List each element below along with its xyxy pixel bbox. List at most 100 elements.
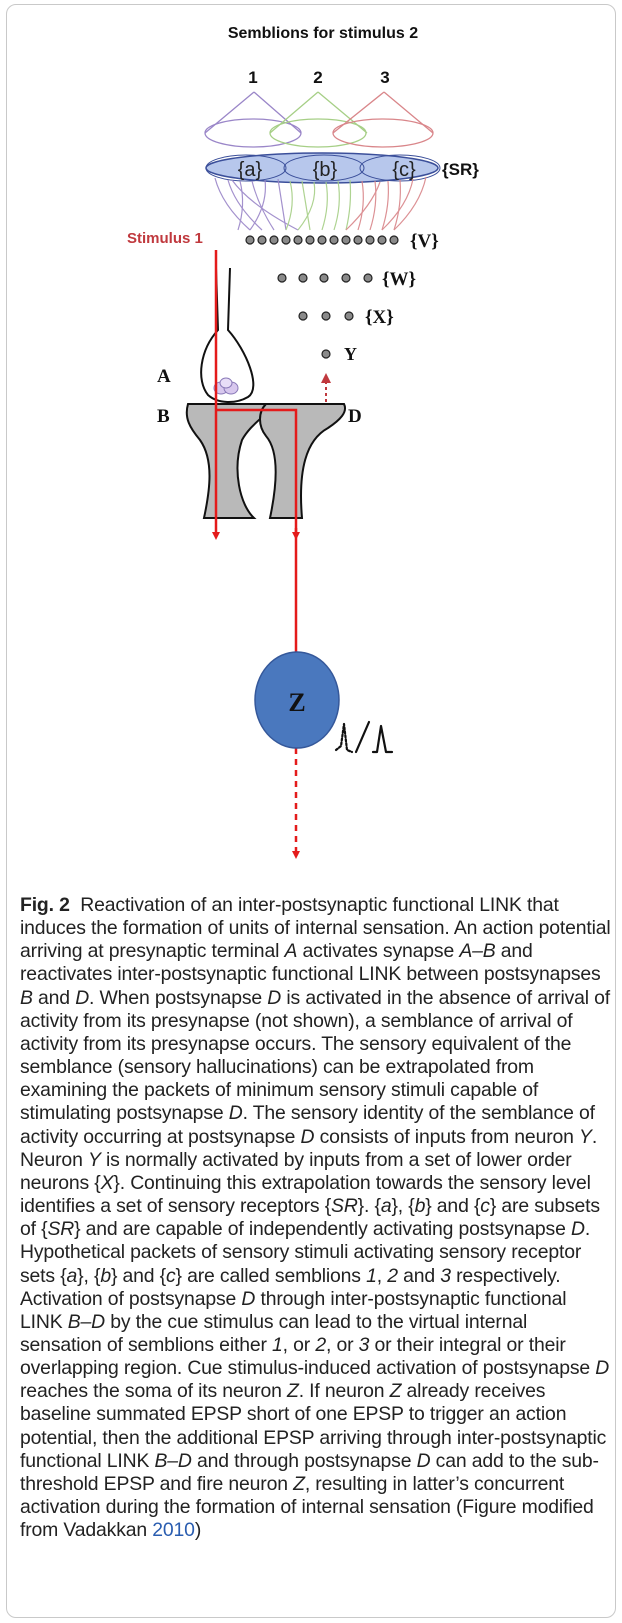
subset-label-c: {c} — [392, 159, 416, 181]
row-label-w: {W} — [382, 269, 416, 290]
postsynapse-d — [259, 403, 346, 519]
caption-text-segment: . The sensory identity of the semblance … — [20, 1102, 595, 1148]
row-label-x: {X} — [365, 307, 394, 328]
postsynapse-b — [185, 403, 274, 519]
caption-text-segment: activates synapse — [297, 940, 460, 963]
label-a: A — [157, 366, 171, 387]
caption-text-segment: }, { — [391, 1195, 415, 1218]
caption-text-segment: and — [397, 1264, 441, 1287]
caption-text-segment: Reactivation of an inter-postsynaptic fu… — [20, 894, 611, 963]
semblion-number-3: 3 — [380, 68, 389, 87]
neuron-y — [321, 349, 331, 359]
caption-italic-term: B–D — [154, 1449, 192, 1472]
caption-italic-term: D — [267, 986, 282, 1009]
neuron-row-w — [277, 273, 373, 283]
caption-text-segment: }. { — [357, 1195, 381, 1218]
caption-italic-term: c — [165, 1264, 176, 1287]
neuron-row-x — [298, 311, 354, 321]
caption-italic-term: SR — [331, 1195, 358, 1218]
sensory-receptor-set: {a} {b} {c} — [205, 152, 441, 184]
stimulus-pathway — [212, 250, 300, 859]
subset-label-b: {b} — [313, 159, 338, 181]
caption-text-segment: is activated in the absence of arrival o… — [20, 986, 611, 1125]
figure-caption: Fig. 2 Reactivation of an inter-postsyna… — [20, 894, 612, 1542]
caption-italic-term: X — [100, 1171, 114, 1194]
caption-text-segment: ) — [194, 1519, 202, 1542]
figure-title: Semblions for stimulus 2 — [228, 25, 418, 42]
caption-italic-term: 1 — [272, 1333, 283, 1356]
label-b: B — [157, 406, 170, 427]
caption-text-segment: } and { — [425, 1195, 481, 1218]
caption-italic-term: SR — [47, 1218, 75, 1241]
caption-text-segment: . If neuron — [298, 1380, 390, 1403]
citation-link[interactable]: 2010 — [152, 1519, 195, 1542]
caption-italic-term: D — [595, 1357, 610, 1380]
caption-text-segment: reaches the soma of its neuron — [20, 1380, 287, 1403]
semblion-number-2: 2 — [313, 68, 322, 87]
caption-text-segment: and — [32, 986, 76, 1009]
semblion-cone-1 — [204, 91, 302, 148]
caption-italic-term: D — [75, 986, 90, 1009]
caption-italic-term: A — [284, 940, 298, 963]
caption-text-segment: respectively. Activation of postsynapse — [20, 1264, 561, 1310]
caption-text-segment: }, { — [77, 1264, 101, 1287]
caption-italic-term: A–B — [459, 940, 496, 963]
caption-text-segment: by the cue stimulus can lead to the virt… — [20, 1310, 528, 1356]
caption-italic-term: D — [228, 1102, 243, 1125]
caption-text-segment: and through postsynapse — [191, 1449, 417, 1472]
caption-text-segment: , — [376, 1264, 388, 1287]
caption-text-segment: . When postsynapse — [89, 986, 268, 1009]
neuron-z — [254, 651, 340, 749]
semblion-cones — [204, 91, 434, 148]
figure-label: Fig. 2 — [20, 894, 70, 916]
subset-label-a: {a} — [238, 159, 263, 181]
caption-italic-term: Z — [389, 1380, 402, 1403]
caption-text-segment: already receives baseline summated EPSP … — [20, 1380, 607, 1472]
caption-italic-term: 2 — [315, 1333, 326, 1356]
caption-text-segment: }. Continuing this extrapolation towards… — [20, 1171, 591, 1218]
row-label-v: {V} — [410, 231, 439, 252]
caption-italic-term: Y — [579, 1125, 592, 1148]
caption-text-segment: } and { — [110, 1264, 166, 1287]
caption-italic-term: B–D — [67, 1310, 106, 1333]
figure-diagram: Semblions for stimulus 2 1 2 3 {a} {b} {… — [127, 25, 479, 859]
caption-italic-term: Z — [286, 1380, 299, 1403]
caption-italic-term: b — [100, 1264, 111, 1287]
presynaptic-terminal-a — [200, 267, 255, 403]
caption-text-segment: , or — [325, 1333, 359, 1356]
caption-italic-term: B — [20, 986, 33, 1009]
caption-italic-term: Y — [87, 1148, 101, 1171]
caption-text-segment: is normally activated by inputs from a s… — [20, 1148, 572, 1194]
caption-italic-term: 3 — [440, 1264, 451, 1287]
semblion-cone-3 — [332, 91, 434, 148]
row-label-y: Y — [344, 344, 357, 364]
label-d: D — [348, 406, 362, 427]
caption-text-segment: consists of inputs from neuron — [314, 1125, 580, 1148]
caption-text-segment: , or — [282, 1333, 316, 1356]
caption-text-segment: , resulting in latter’s concurrent activ… — [20, 1472, 594, 1542]
semblion-number-1: 1 — [248, 68, 257, 87]
caption-italic-term: 3 — [358, 1333, 370, 1356]
semblion-cone-2 — [269, 91, 368, 148]
caption-italic-term: a — [380, 1195, 392, 1218]
inter-postsynaptic-link-b-d — [216, 408, 300, 540]
caption-italic-term: a — [66, 1264, 78, 1287]
caption-italic-term: c — [480, 1195, 490, 1218]
caption-italic-term: Z — [293, 1472, 305, 1495]
caption-italic-term: D — [300, 1125, 315, 1148]
caption-italic-term: 1 — [366, 1264, 377, 1287]
caption-text-segment: . Neuron — [20, 1125, 598, 1171]
sr-label: {SR} — [442, 160, 479, 179]
action-potential-icon — [334, 720, 394, 754]
caption-italic-term: D — [241, 1287, 256, 1310]
caption-text-segment: } are called semblions — [175, 1264, 367, 1287]
caption-text-segment: or their integral or their overlapping r… — [20, 1333, 596, 1380]
neuron-row-v — [245, 235, 399, 245]
caption-italic-term: D — [570, 1218, 585, 1241]
stimulus-label: Stimulus 1 — [127, 230, 203, 247]
neuron-z-label: Z — [288, 688, 305, 717]
caption-text-segment: can add to the sub-threshold EPSP and fi… — [20, 1449, 599, 1495]
caption-text-segment: and reactivates inter-postsynaptic funct… — [20, 940, 601, 986]
figure-frame — [6, 4, 616, 1618]
receptor-fibers — [214, 176, 427, 231]
